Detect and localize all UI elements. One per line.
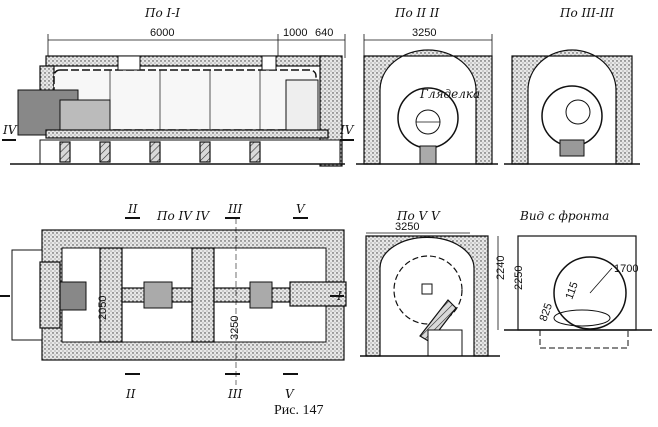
dim-3250-b: 3250 (395, 221, 419, 233)
view-plan: По IV IV II III V 2050 3250 I II (0, 202, 347, 401)
dim-1700: 1700 (614, 263, 638, 275)
dim-plan-3250: 3250 (229, 316, 241, 340)
dim-640: 640 (315, 27, 333, 39)
view-section-2: По II II 3250 Гляделка (356, 6, 498, 165)
arch-setting-2 (363, 49, 493, 165)
view-section-1: По I-I 6000 1000 640 (2, 6, 355, 167)
dim-825: 825 (538, 302, 556, 323)
dim-2050: 2050 (97, 296, 109, 320)
view-title-5: По V V (396, 209, 441, 223)
view-title-2: По II II (394, 6, 440, 20)
mark-v-top: V (296, 202, 306, 216)
annotation-glyadelka: Гляделка (419, 87, 480, 101)
figure-caption: Рис. 147 (274, 403, 324, 418)
mark-v-bottom: V (285, 387, 295, 401)
view-section-3: По III-III (504, 6, 640, 165)
view-title-6: Вид с фронта (519, 209, 609, 223)
mark-iii-top: III (227, 202, 242, 216)
dim-115: 115 (564, 280, 581, 301)
setting-top (45, 55, 329, 67)
dim-2250: 2250 (513, 266, 525, 290)
arch-setting-3 (511, 49, 633, 165)
dim-1000: 1000 (283, 27, 307, 39)
view-title-4: По IV IV (156, 209, 210, 223)
view-front: Вид с фронта 1700 2250 825 115 (504, 209, 652, 349)
view-title-3: По III-III (559, 6, 614, 20)
mark-iv-right: IV (339, 123, 355, 137)
dim-6000: 6000 (150, 27, 174, 39)
grate-block-2 (143, 281, 173, 309)
view-section-5: По V V 3250 2240 (360, 209, 507, 357)
grate-block-1 (55, 281, 87, 311)
mark-ii-top: II (127, 202, 138, 216)
foundation-1 (39, 139, 341, 165)
mark-iv-left: IV (2, 123, 18, 137)
mark-ii-bottom: II (125, 387, 136, 401)
dim-2240: 2240 (495, 256, 507, 280)
mark-iii-bottom: III (227, 387, 242, 401)
view-title-1: По I-I (144, 6, 180, 20)
arch-setting-5 (365, 235, 489, 357)
dim-3250-a: 3250 (412, 27, 436, 39)
